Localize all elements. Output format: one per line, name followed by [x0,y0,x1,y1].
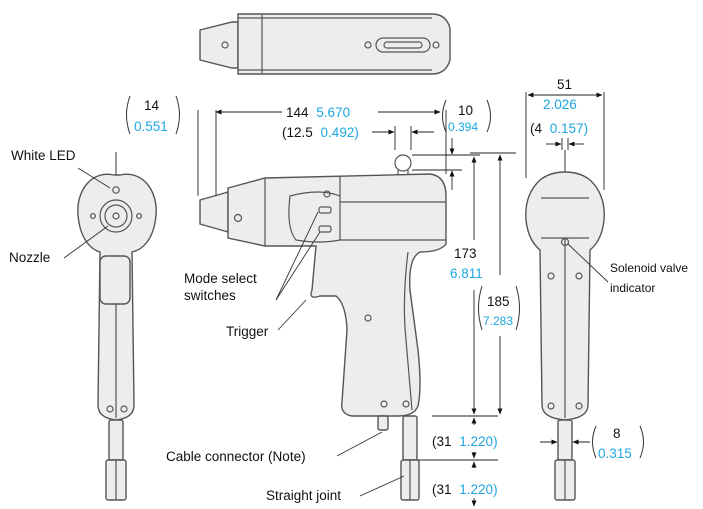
dim-4-inch: 0.157) [550,121,588,136]
dim-31-b-mm: (31 [432,482,452,497]
dim-14-inch: 0.551 [134,119,168,134]
dim-10-inch: 0.394 [448,120,478,134]
dim-10-mm: 10 [458,103,473,118]
dim-8-inch: 0.315 [598,446,632,461]
straight-joint-label: Straight joint [266,488,341,503]
dimension-lines [197,92,605,507]
front-view [77,152,157,501]
dim-144-inch: 5.670 [316,105,350,120]
nozzle-label: Nozzle [9,250,50,265]
svg-text:(4 0.157): (4 0.157) [530,121,588,136]
mode-select-label-line1: Mode select [184,271,257,286]
dim-4-mm: (4 [530,121,542,136]
trigger-label: Trigger [226,324,269,339]
solenoid-label-line2: indicator [610,281,655,295]
dim-144-mm: 144 [286,105,309,120]
dim-31-a-inch: 1.220) [459,434,497,449]
svg-text:(31 1.220): (31 1.220) [432,482,498,497]
dim-8-mm: 8 [613,426,621,441]
dim-173-inch: 6.811 [450,266,483,281]
svg-text:144 5.670: 144 5.670 [286,105,350,120]
dimension-parentheses [126,95,644,459]
svg-text:(12.5 0.492): (12.5 0.492) [282,125,359,140]
leader-lines [63,167,609,497]
white-led-label: White LED [11,148,76,163]
dim-185-inch: 7.283 [483,314,513,328]
dim-12-5-mm: (12.5 [282,125,313,140]
dim-12-5-inch: 0.492) [321,125,359,140]
rear-view [525,150,605,501]
side-view [199,154,447,501]
dim-51-inch: 2.026 [543,97,577,112]
solenoid-label-line1: Solenoid valve [610,261,688,275]
mode-select-label-line2: switches [184,288,236,303]
dim-51-mm: 51 [557,77,572,92]
svg-text:(31 1.220): (31 1.220) [432,434,498,449]
dim-31-a-mm: (31 [432,434,452,449]
dim-185-mm: 185 [487,294,510,309]
cable-connector-label: Cable connector (Note) [166,449,306,464]
dim-31-b-inch: 1.220) [459,482,497,497]
dim-173-mm: 173 [454,246,477,261]
top-view [199,13,451,75]
dim-14-mm: 14 [144,98,160,113]
